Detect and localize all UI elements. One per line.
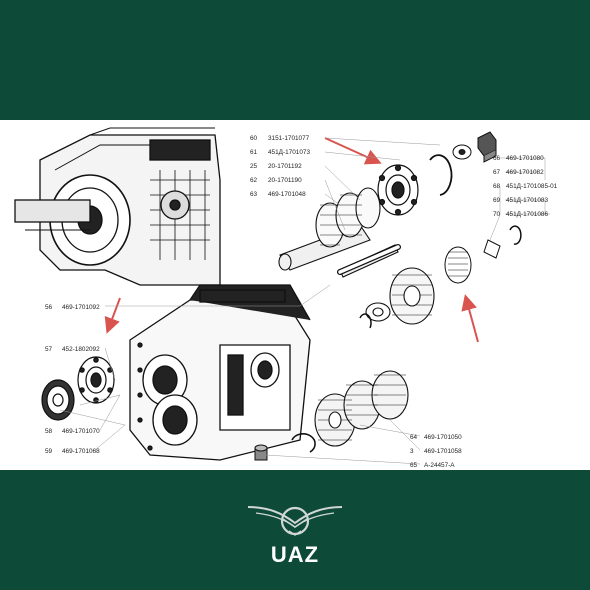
label-num: 59 [45, 448, 53, 455]
label-num: 66 [493, 155, 501, 162]
label-num: 3 [410, 448, 414, 455]
bearing-lower [77, 356, 115, 404]
brand-name: UAZ [270, 542, 320, 567]
snap-ring-lower [291, 433, 316, 453]
brand-logo-area [0, 497, 590, 577]
label-num: 69 [493, 197, 501, 204]
exploded-diagram: 60 3151-1701077 61 451Д-1701073 25 20-17… [14, 127, 558, 469]
bottom-band [0, 470, 590, 590]
label-num: 56 [45, 304, 53, 311]
label-code: 20-1701192 [268, 163, 302, 170]
label-code: 469-1701080 [506, 155, 544, 162]
label-code: 451Д-1701085-01 [506, 183, 558, 190]
bearing-upper [377, 164, 419, 216]
label-num: 67 [493, 169, 501, 176]
arrow-upper [324, 137, 382, 165]
bolt-upper [477, 131, 497, 163]
washer-upper [452, 144, 472, 160]
label-code: 469-1701048 [268, 191, 306, 198]
labels-left: 56 469-1701092 57 452-1802092 58 469-170… [45, 304, 100, 455]
label-num: 65 [410, 462, 418, 469]
leader-lines [59, 137, 550, 465]
label-code: 469-1701082 [506, 169, 544, 176]
labels-bottom: 64 469-1701050 3 469-1701058 65 A-24457-… [410, 434, 462, 469]
label-num: 63 [250, 191, 258, 198]
label-code: 469-1701092 [62, 304, 100, 311]
label-code: 20-1701190 [268, 177, 302, 184]
plug-lower [254, 444, 268, 461]
label-code: 469-1701068 [62, 448, 100, 455]
label-num: 25 [250, 163, 258, 170]
label-num: 70 [493, 211, 501, 218]
middle-gear [359, 267, 435, 329]
label-num: 68 [493, 183, 501, 190]
label-code: 469-1701070 [62, 428, 100, 435]
arrow-right [461, 294, 479, 343]
label-num: 64 [410, 434, 418, 441]
lower-housing [129, 284, 311, 461]
right-small-parts [444, 225, 522, 284]
label-num: 62 [250, 177, 258, 184]
arrow-left [104, 297, 121, 334]
label-num: 61 [250, 149, 258, 156]
label-code: 451Д-1701073 [268, 149, 310, 156]
label-num: 58 [45, 428, 53, 435]
labels-right: 60 3151-1701077 61 451Д-1701073 25 20-17… [250, 135, 310, 198]
label-code: 469-1701050 [424, 434, 462, 441]
upper-housing [14, 127, 221, 286]
seal-lower [41, 379, 75, 421]
label-code: 469-1701058 [424, 448, 462, 455]
top-band [0, 0, 590, 120]
lower-gear-pair [314, 370, 409, 447]
label-num: 60 [250, 135, 258, 142]
label-num: 57 [45, 346, 53, 353]
label-code: 451Д-1701083 [506, 197, 548, 204]
label-code: A-24457-A [424, 462, 455, 469]
exploded-diagram-panel: 60 3151-1701077 61 451Д-1701073 25 20-17… [0, 120, 590, 470]
uaz-bird-emblem-icon [247, 506, 343, 536]
labels-far-right: 66 469-1701080 67 469-1701082 68 451Д-17… [493, 155, 558, 218]
label-code: 452-1802092 [62, 346, 100, 353]
snap-ring-upper [429, 154, 453, 196]
label-code: 451Д-1701086 [506, 211, 548, 218]
label-code: 3151-1701077 [268, 135, 310, 142]
